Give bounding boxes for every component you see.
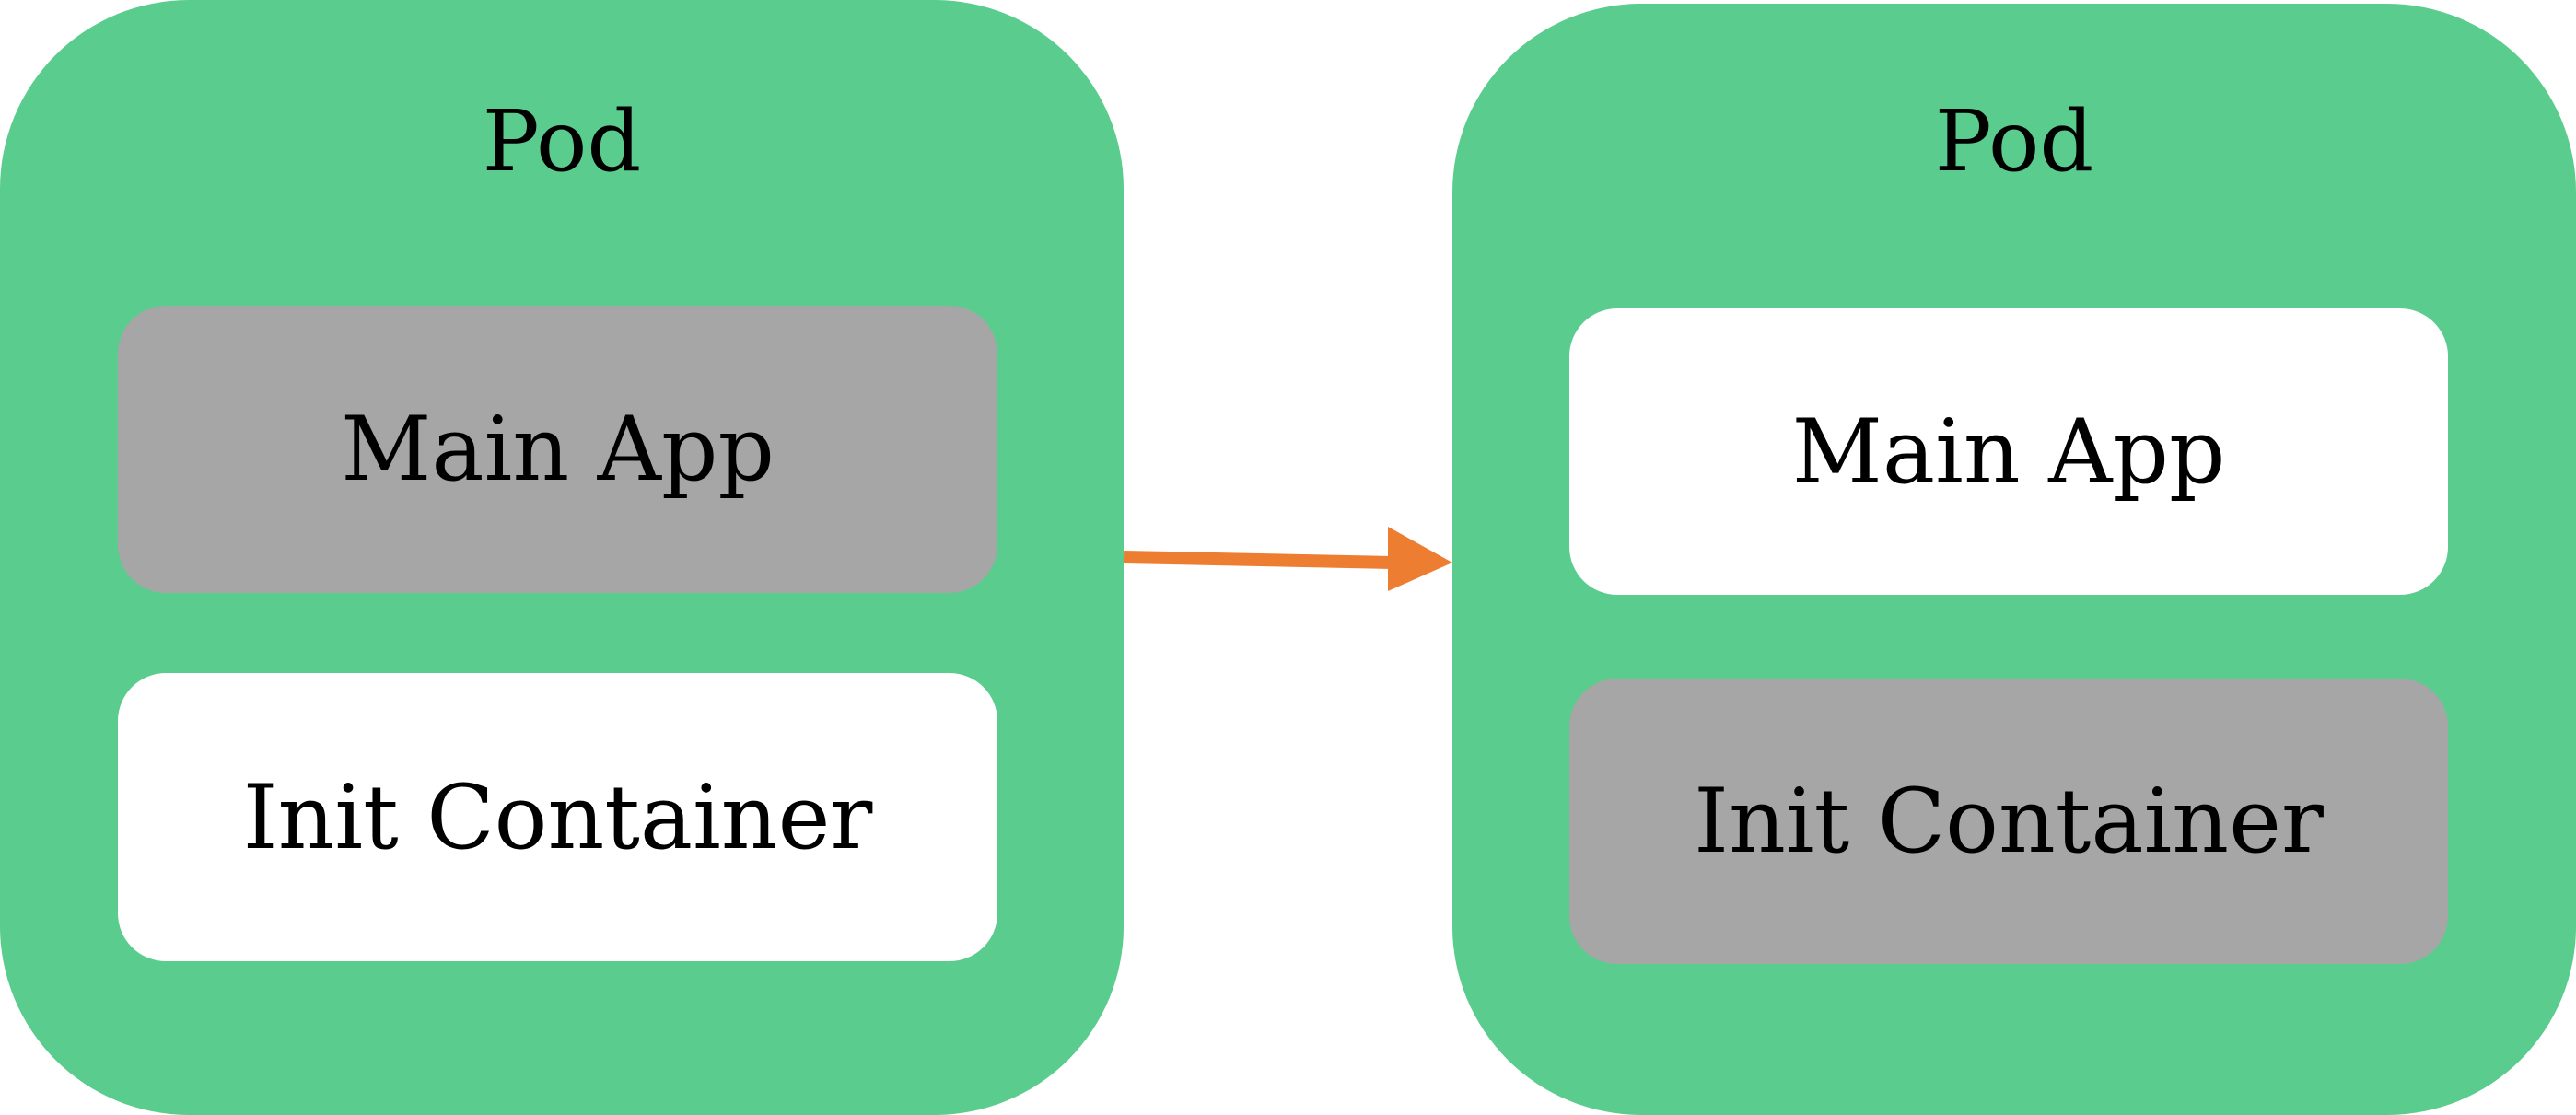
arrow-shaft — [1123, 551, 1393, 569]
init-container: Init Container — [118, 673, 997, 961]
pod-title: Pod — [482, 92, 642, 191]
main-app-container: Main App — [118, 306, 997, 593]
pod-after: Pod Main App Init Container — [1452, 4, 2576, 1115]
pod-before: Pod Main App Init Container — [0, 0, 1124, 1115]
pod-title: Pod — [1934, 92, 2094, 191]
main-app-container: Main App — [1569, 308, 2448, 595]
arrow-head — [1388, 527, 1452, 591]
init-container: Init Container — [1569, 679, 2448, 964]
